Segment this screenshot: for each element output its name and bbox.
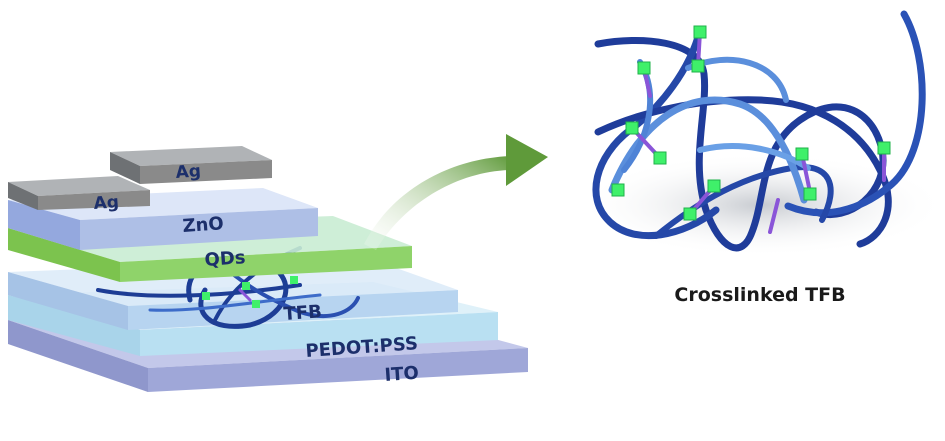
ito-layer-front	[8, 320, 148, 392]
pedot-pss-layer-side	[140, 312, 498, 356]
qds-label: QDs	[204, 247, 246, 271]
network-caption: Crosslinked TFB	[674, 284, 846, 306]
zno-layer-front	[8, 200, 80, 250]
zno-layer-top	[8, 188, 318, 220]
tfb-label: TFB	[283, 301, 323, 325]
ag-label-left: Ag	[93, 192, 120, 214]
pedot-pss-layer-front	[8, 295, 140, 356]
zoom-arrow	[364, 134, 548, 250]
qds-layer-side	[120, 246, 412, 282]
ito-label: ITO	[384, 363, 420, 386]
ag-electrode-right: Ag	[110, 146, 272, 184]
zno-label: ZnO	[182, 213, 225, 237]
zno-layer-side	[80, 208, 318, 250]
tfb-layer-front	[8, 272, 128, 330]
ito-layer-side	[148, 348, 528, 392]
crosslinked-network	[577, 10, 945, 257]
ag-label-right: Ag	[175, 161, 202, 183]
qds-layer-front	[8, 228, 120, 282]
ag-electrode-left: Ag	[8, 176, 150, 214]
zno-layer: ZnO	[8, 188, 318, 250]
